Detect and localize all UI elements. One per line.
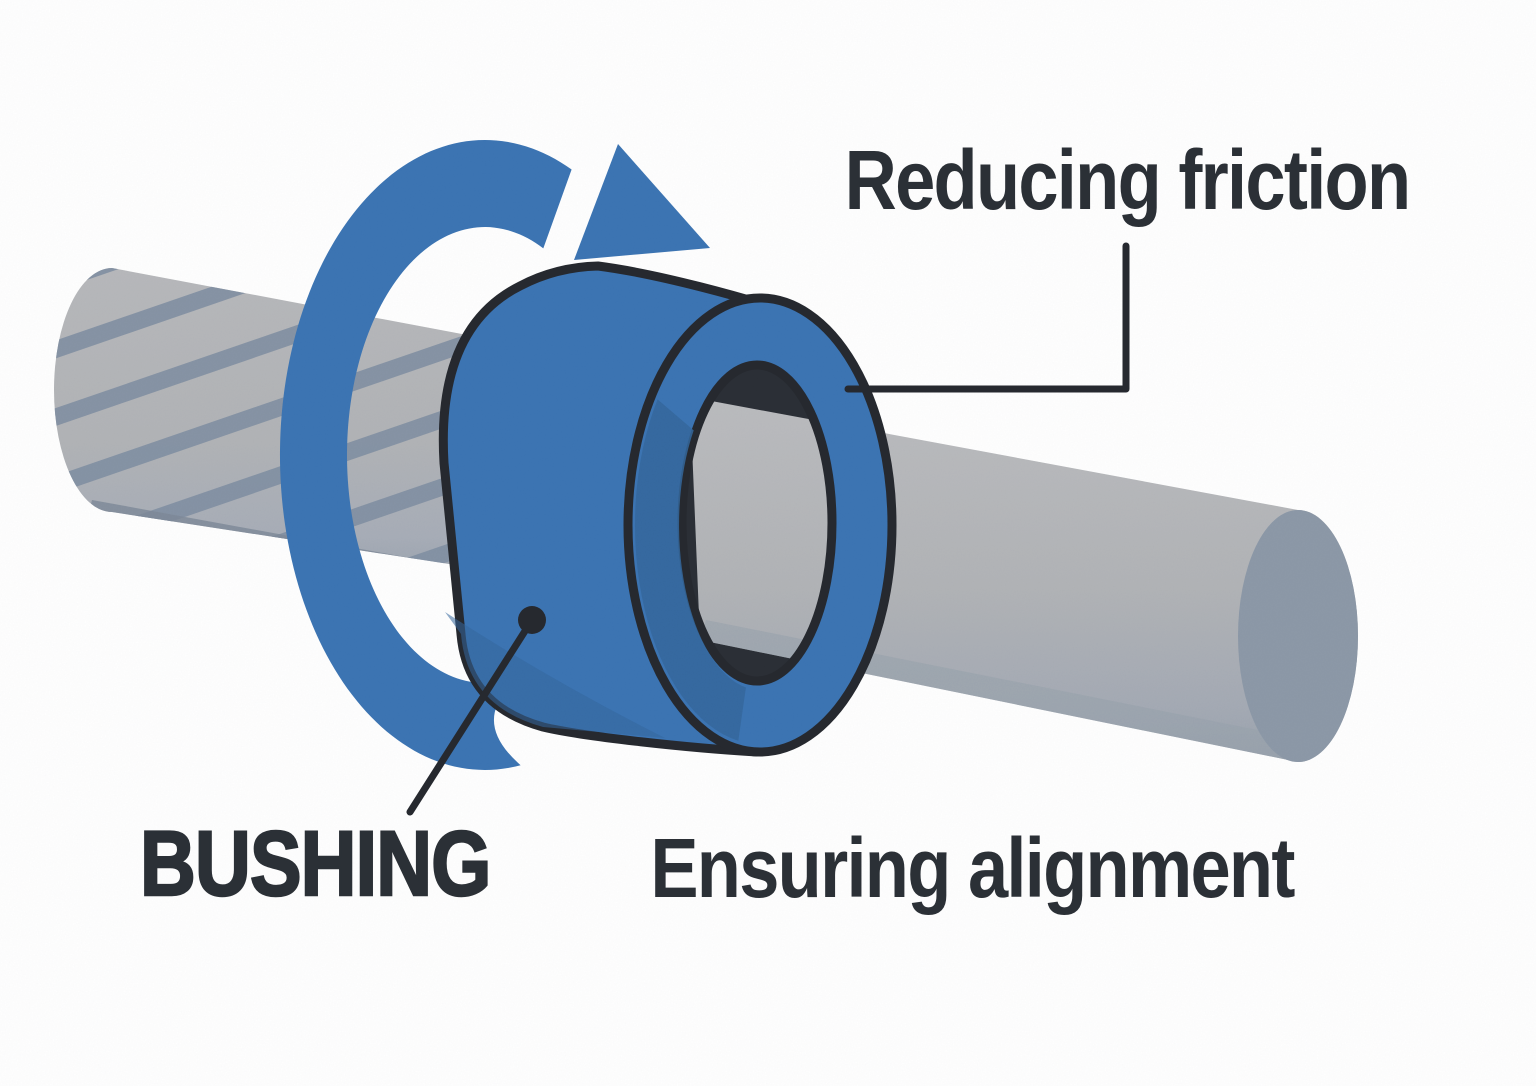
reducing-friction-label: Reducing friction	[844, 133, 1411, 227]
ensuring-alignment-label: Ensuring alignment	[650, 821, 1295, 915]
bushing-label: BUSHING	[139, 813, 492, 915]
